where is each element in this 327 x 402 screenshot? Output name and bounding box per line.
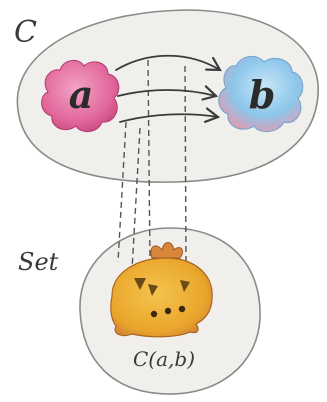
object-a-label: a	[69, 72, 94, 117]
hom-element-mark	[148, 284, 158, 296]
set-label: Set	[18, 248, 59, 276]
morphism-arrow-top	[115, 54, 222, 72]
hom-set-blob-body	[110, 257, 213, 338]
morphism-arrow-bottom	[119, 107, 221, 123]
hom-element-mark	[180, 280, 190, 292]
projection-line	[147, 59, 151, 263]
category-bubble	[16, 9, 319, 183]
projection-line	[184, 65, 187, 263]
projection-line	[117, 121, 127, 263]
morphism-arrows	[115, 54, 222, 123]
hom-element-mark	[134, 278, 146, 290]
object-b-label: b	[249, 72, 276, 117]
hom-set-blob-tuft	[150, 242, 183, 259]
object-b-cloud	[218, 56, 304, 132]
hom-element-dot	[150, 310, 158, 318]
hom-element-dot	[178, 305, 186, 313]
hom-set-label: C(a,b)	[133, 347, 195, 371]
hom-set-blob	[110, 242, 213, 338]
projection-line	[131, 127, 141, 271]
hom-element-dot	[164, 307, 172, 315]
category-label: C	[14, 15, 37, 50]
object-a-cloud	[41, 60, 120, 132]
projection-lines	[117, 59, 187, 271]
morphism-arrow-middle	[117, 85, 219, 101]
